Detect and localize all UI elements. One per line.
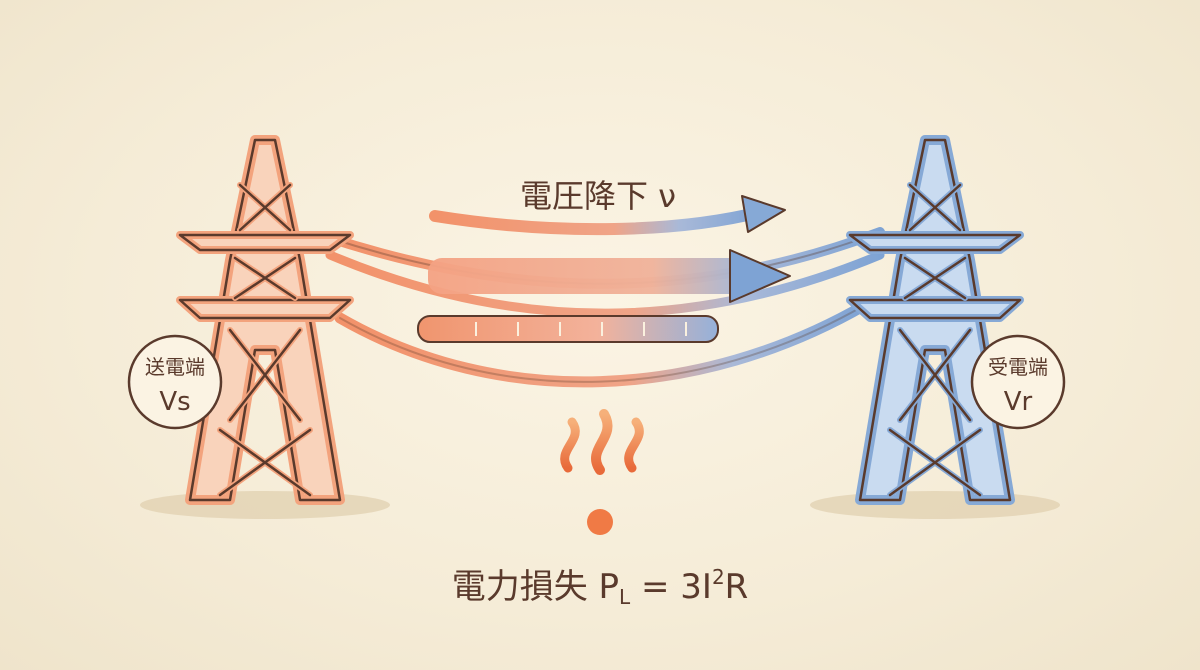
heat-icon	[560, 409, 644, 535]
transmission-lines	[325, 227, 885, 388]
power-loss-tail: R	[725, 567, 749, 607]
receiving-tower-shadow	[810, 491, 1060, 519]
arrow-head-middle	[729, 249, 791, 303]
power-loss-superscript: 2	[712, 565, 725, 589]
sending-tower	[176, 135, 354, 505]
power-loss-prefix: 電力損失 P	[452, 567, 619, 607]
loss-indicator-bar	[417, 315, 719, 343]
power-loss-subscript: L	[619, 585, 631, 609]
receiving-end-symbol: Vr	[1004, 387, 1033, 417]
power-loss-equation: = 3I	[630, 567, 712, 607]
arrow-head-top	[741, 195, 786, 233]
power-loss-formula: 電力損失 PL = 3I2R	[452, 565, 749, 609]
receiving-end-title: 受電端	[988, 355, 1048, 379]
sending-end-symbol: Vs	[159, 387, 190, 417]
sending-end-title: 送電端	[145, 355, 205, 379]
conductor-middle	[325, 250, 885, 318]
receiving-tower	[846, 135, 1024, 505]
sending-tower-shadow	[140, 491, 390, 519]
conductor-bottom	[334, 299, 871, 388]
voltage-drop-arrow	[429, 195, 786, 236]
sending-end-badge: 送電端 Vs	[127, 334, 223, 430]
voltage-drop-label: 電圧降下 ν	[520, 177, 676, 215]
current-flow-arrow	[428, 249, 791, 303]
heat-dot-icon	[587, 509, 613, 535]
receiving-end-badge: 受電端 Vr	[970, 334, 1066, 430]
